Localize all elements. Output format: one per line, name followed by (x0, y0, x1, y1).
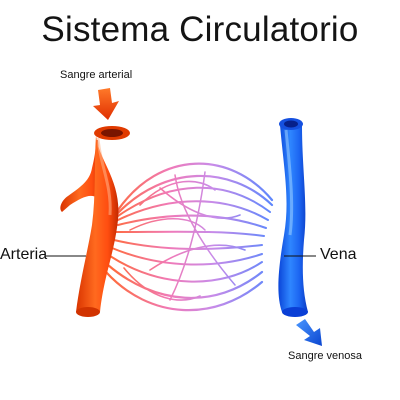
arrow-down-icon (93, 88, 119, 120)
capillary-network (104, 162, 274, 312)
page-title: Sistema Circulatorio (41, 10, 359, 49)
artery-end (76, 307, 100, 317)
venous-blood-label: Sangre venosa (288, 350, 362, 362)
artery-vessel (60, 126, 130, 312)
vein-label: Vena (320, 246, 357, 263)
arrow-down-right-icon (296, 319, 322, 346)
arterial-blood-label: Sangre arterial (60, 69, 133, 81)
vein-vessel (278, 118, 308, 317)
artery-label: Arteria (0, 246, 48, 263)
